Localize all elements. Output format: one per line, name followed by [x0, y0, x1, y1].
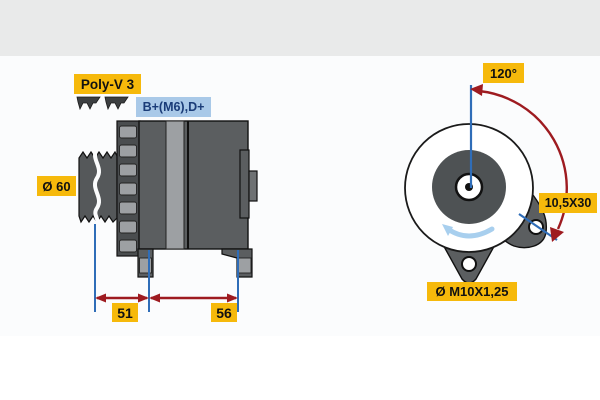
housing-body	[138, 120, 249, 250]
terminals-label: B+(M6),D+	[136, 97, 211, 117]
dimension-extension-lines	[94, 224, 239, 312]
header-band	[0, 0, 600, 56]
terminal-post	[239, 149, 250, 219]
pulley-break-line	[93, 147, 101, 227]
bottom-lug-hole	[461, 256, 477, 272]
terminal-block	[248, 170, 258, 202]
mounting-feet	[137, 248, 253, 278]
dimension-arrows	[95, 293, 238, 303]
belt-type-label: Poly-V 3	[74, 74, 141, 94]
dimension-51-label: 51	[112, 303, 138, 322]
side-view	[76, 96, 258, 312]
fan-fins	[116, 120, 141, 257]
slot-leader-line	[518, 213, 558, 241]
dimension-56-label: 56	[211, 303, 237, 322]
front-view	[404, 84, 568, 284]
stator-band	[165, 120, 185, 250]
poly-v-belt-icon	[76, 96, 129, 111]
mounting-slot-label: 10,5X30	[539, 193, 597, 213]
mounting-angle-label: 120°	[483, 63, 524, 83]
rotation-arrow-icon	[442, 224, 495, 239]
thread-size-label: Ø M10X1,25	[427, 282, 517, 301]
pulley-diameter-label: Ø 60	[37, 176, 76, 196]
